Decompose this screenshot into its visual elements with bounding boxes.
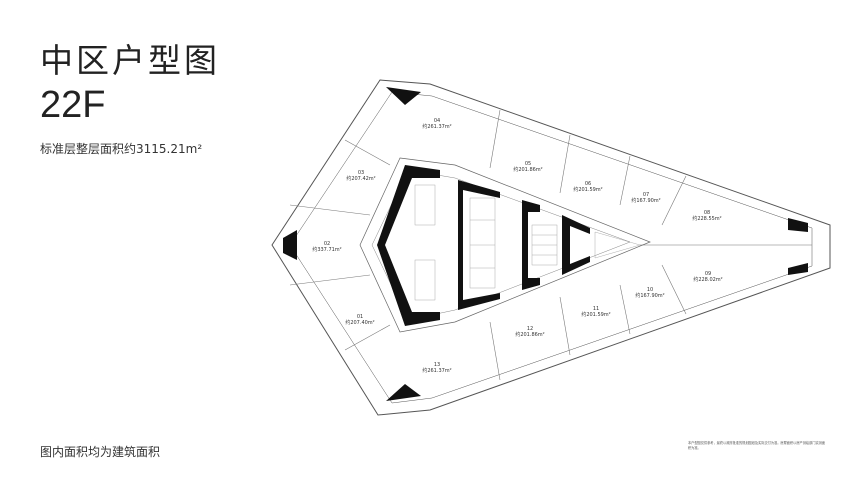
total-area-text: 标准层整层面积约3115.21m² [40, 142, 203, 156]
disclaimer-text: 本户型图仅供参考，最终以政府批准的规划图纸及实际交付为准。房屋面积以房产测绘部门… [688, 441, 826, 450]
unit-number: 05 [525, 161, 531, 167]
corner-columns [283, 87, 808, 401]
unit-number: 12 [527, 326, 533, 332]
unit-area: 约228.55m² [692, 215, 721, 222]
page-title: 中区户型图 [40, 41, 220, 80]
unit-area: 约167.90m² [635, 292, 664, 299]
unit-area: 约337.71m² [312, 246, 341, 253]
area-note: 图内面积均为建筑面积 [40, 445, 161, 459]
unit-number: 03 [358, 170, 364, 176]
unit-area: 约228.02m² [693, 276, 722, 283]
building-outline [271, 79, 831, 416]
unit-number: 02 [324, 241, 330, 247]
unit-area: 约261.37m² [422, 367, 451, 374]
unit-number: 01 [357, 314, 363, 320]
unit-number: 04 [434, 118, 440, 124]
unit-number: 10 [647, 287, 653, 293]
unit-number: 09 [705, 271, 711, 277]
unit-area: 约207.40m² [345, 319, 374, 326]
core-interior [414, 184, 641, 301]
unit-area: 约261.37m² [422, 123, 451, 130]
corridor-outline [359, 157, 651, 333]
unit-area: 约201.86m² [513, 166, 542, 173]
unit-labels: 04约261.37m²05约201.86m²06约201.59m²07约167.… [312, 118, 722, 374]
unit-area: 约207.42m² [346, 175, 375, 182]
floor-label: 22F [40, 84, 106, 126]
unit-number: 06 [585, 181, 591, 187]
unit-area: 约201.86m² [515, 331, 544, 338]
unit-area: 约201.59m² [573, 186, 602, 193]
unit-number: 13 [434, 362, 440, 368]
unit-number: 08 [704, 210, 710, 216]
core-shafts [377, 165, 590, 326]
unit-partitions [289, 109, 812, 381]
unit-number: 11 [593, 306, 599, 312]
unit-number: 07 [643, 192, 649, 198]
unit-area: 约167.90m² [631, 197, 660, 204]
unit-area: 约201.59m² [581, 311, 610, 318]
